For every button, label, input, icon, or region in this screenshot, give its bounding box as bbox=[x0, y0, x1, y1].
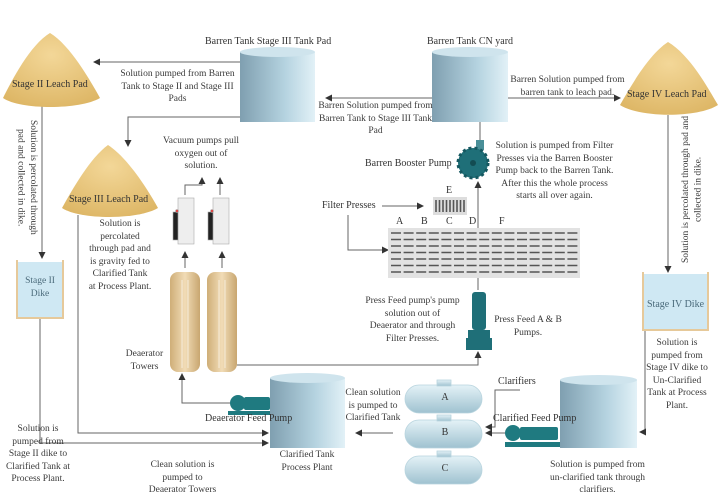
arrow-dike4-to-unclarified bbox=[639, 330, 646, 436]
clarifiers-pointer bbox=[485, 389, 520, 431]
arrow-barren-to-stage3 bbox=[124, 116, 240, 147]
press-feed-pump-graphic bbox=[466, 292, 492, 350]
note-booster: Solution is pumped from Filter Presses v… bbox=[495, 141, 614, 201]
deaerator-feed-pump-graphic bbox=[228, 395, 270, 415]
stage2-dike-graphic bbox=[16, 260, 64, 319]
clarifier-a-label: A bbox=[441, 392, 449, 403]
filter-b-label: B bbox=[421, 216, 428, 227]
arrow-vacuum-1 bbox=[184, 177, 206, 195]
filter-d-label: D bbox=[469, 216, 477, 227]
note-stage3-percolate: Solution is percolated through pad and i… bbox=[88, 219, 152, 292]
note-unclarified: Solution is pumped from un-clarified tan… bbox=[550, 460, 645, 495]
deaerator-towers-graphic bbox=[170, 272, 237, 372]
arrow-pump-to-towers bbox=[178, 373, 230, 404]
clarified-feed-pump-graphic bbox=[505, 425, 560, 447]
barren-booster-pump-graphic bbox=[456, 140, 490, 180]
flow-lines bbox=[38, 58, 672, 447]
filter-c-label: C bbox=[446, 216, 453, 227]
unclarified-tank-graphic bbox=[560, 375, 637, 448]
note-vacuum-pumps: Vacuum pumps pull oxygen out of solution… bbox=[163, 136, 239, 171]
note-stage4-percolate: Solution is percolated through pad and c… bbox=[681, 116, 704, 263]
stage2-leach-pad-mound bbox=[3, 33, 100, 107]
filter-f-label: F bbox=[499, 216, 505, 227]
deaerator-towers-label: Deaerator Towers bbox=[125, 349, 164, 372]
arrow-towers-to-pressfeed bbox=[237, 351, 482, 366]
filter-e-label: E bbox=[446, 185, 453, 196]
stage4-dike-label: Stage IV Dike bbox=[646, 299, 705, 310]
stage2-dike-label: Stage II Dike bbox=[25, 276, 55, 299]
deaerator-feed-pump-label: Deaerator Feed Pump bbox=[205, 413, 293, 424]
clarifiers-graphic bbox=[404, 379, 483, 485]
barren-tank-cn-label: Barren Tank CN yard bbox=[427, 36, 514, 47]
filter-presses-label: Filter Presses bbox=[322, 200, 376, 211]
barren-tank-stage3-graphic bbox=[240, 47, 315, 122]
barren-tank-stage3-label: Barren Tank Stage III Tank Pad bbox=[205, 36, 332, 47]
press-feed-pumps-label: Press Feed A & B Pumps. bbox=[494, 315, 562, 338]
stage4-leach-pad-mound bbox=[620, 42, 718, 115]
vacuum-pumps-graphic bbox=[172, 197, 230, 245]
note-stage2-dike: Solution is pumped from Stage II dike to… bbox=[5, 424, 71, 484]
arrow-dike2-to-clarified bbox=[39, 318, 269, 447]
clarifier-c-label: C bbox=[441, 463, 449, 474]
note-press-feed: Press Feed pump's pump solution out of D… bbox=[365, 296, 460, 344]
note-clean-to-deaerator: Clean solution is pumped to Deaerator To… bbox=[148, 460, 217, 495]
stage2-leach-pad-label: Stage II Leach Pad bbox=[12, 79, 88, 90]
stage4-dike-graphic bbox=[642, 272, 709, 331]
note-barren-to-stage3: Barren Solution pumped from Barren Tank … bbox=[318, 101, 433, 136]
clarifier-b-label: B bbox=[441, 427, 449, 438]
clarifiers-label: Clarifiers bbox=[498, 376, 536, 387]
clarified-tank-graphic bbox=[270, 373, 345, 448]
stage3-leach-pad-label: Stage III Leach Pad bbox=[69, 194, 149, 205]
filter-a-label: A bbox=[396, 216, 404, 227]
clarified-tank-label: Clarified Tank Process Plant bbox=[279, 450, 335, 473]
clarified-feed-pump-label: Clarified Feed Pump bbox=[493, 413, 577, 424]
stage4-leach-pad-label: Stage IV Leach Pad bbox=[627, 89, 707, 100]
note-stage2-percolate: Solution is percolated through pad and c… bbox=[15, 120, 39, 235]
barren-booster-pump-label: Barren Booster Pump bbox=[365, 158, 452, 169]
filter-plates bbox=[391, 200, 578, 273]
arrow-stage3-to-clarified bbox=[77, 215, 269, 437]
barren-tank-cn-graphic bbox=[432, 47, 508, 122]
stage3-leach-pad-mound bbox=[62, 145, 158, 217]
note-barren-to-pads: Solution pumped from Barren Tank to Stag… bbox=[120, 69, 235, 104]
note-stage4-dike: Solution is pumped from Stage IV dike to… bbox=[646, 338, 708, 411]
note-barren-to-leach: Barren Solution pumped from barren tank … bbox=[510, 75, 625, 98]
note-clean-to-clarified: Clean solution is pumped to Clarified Ta… bbox=[345, 388, 401, 423]
filter-presses-graphic bbox=[388, 197, 580, 278]
filter-presses-pointer-2 bbox=[347, 215, 389, 254]
